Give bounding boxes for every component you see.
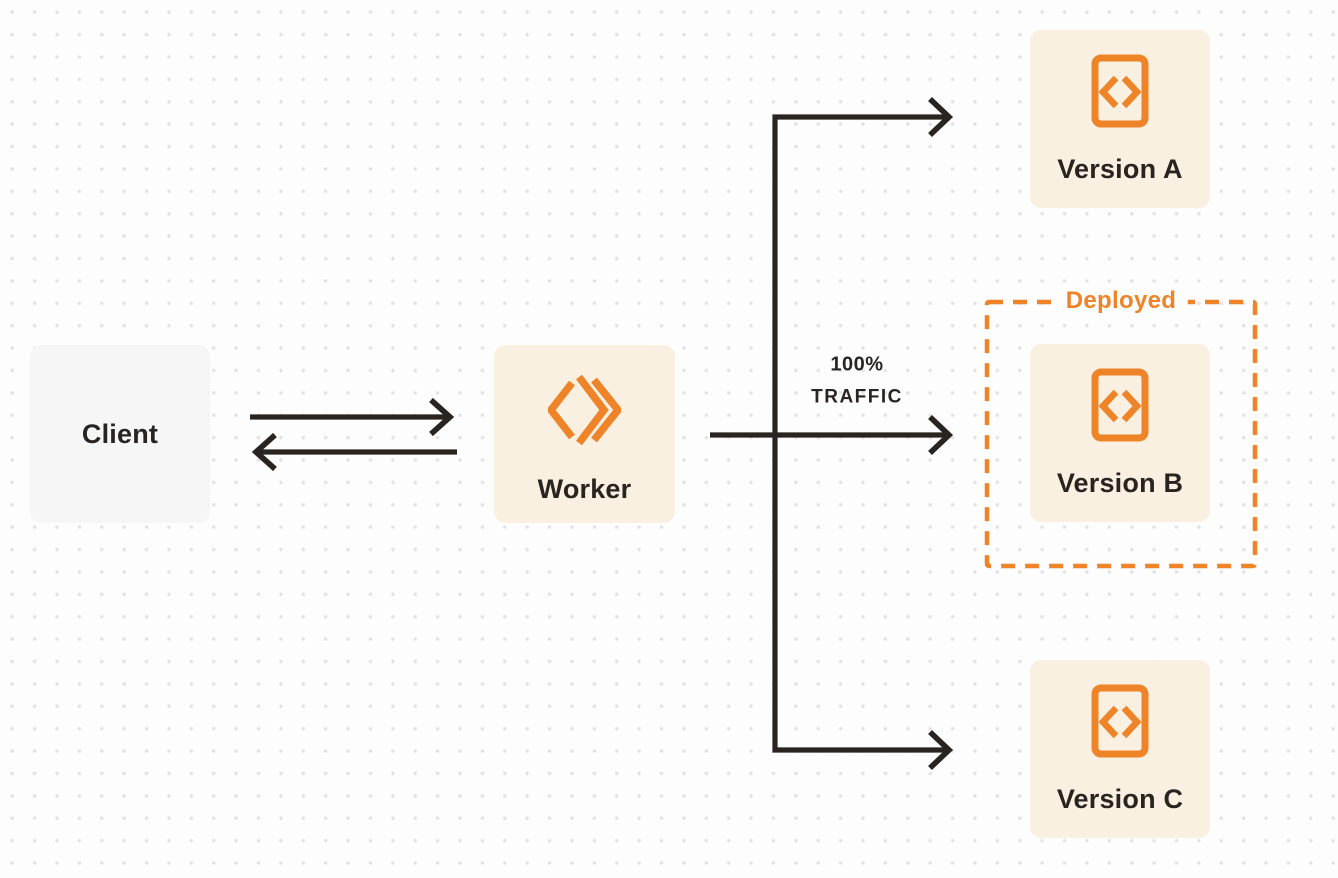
traffic-annotation: 100% TRAFFIC (811, 354, 903, 409)
code-file-icon (1091, 368, 1149, 442)
arrowhead-right-icon (429, 397, 455, 437)
arrowhead-version-b-icon (928, 414, 954, 456)
cloudflare-workers-logo-icon (548, 375, 621, 446)
traffic-percent-text: 100% (830, 353, 884, 376)
code-file-icon (1091, 684, 1149, 758)
arrowhead-version-a-icon (928, 96, 954, 138)
arrowhead-left-icon (251, 432, 277, 472)
code-file-icon (1091, 54, 1149, 128)
deployed-badge: Deployed (1053, 287, 1189, 315)
version-c-label: Version C (1056, 784, 1184, 814)
worker-label: Worker (537, 474, 632, 504)
branch-trunk-line (772, 114, 945, 753)
version-a-node: Version A (1030, 30, 1210, 208)
version-b-node: Version B (1030, 344, 1210, 522)
arrowhead-version-c-icon (928, 729, 954, 771)
traffic-word-text: TRAFFIC (811, 386, 903, 408)
version-b-label: Version B (1056, 468, 1184, 498)
worker-node: Worker (494, 345, 675, 523)
client-node: Client (30, 345, 210, 523)
version-a-label: Version A (1057, 154, 1183, 184)
version-c-node: Version C (1030, 660, 1210, 838)
client-label: Client (81, 419, 159, 449)
